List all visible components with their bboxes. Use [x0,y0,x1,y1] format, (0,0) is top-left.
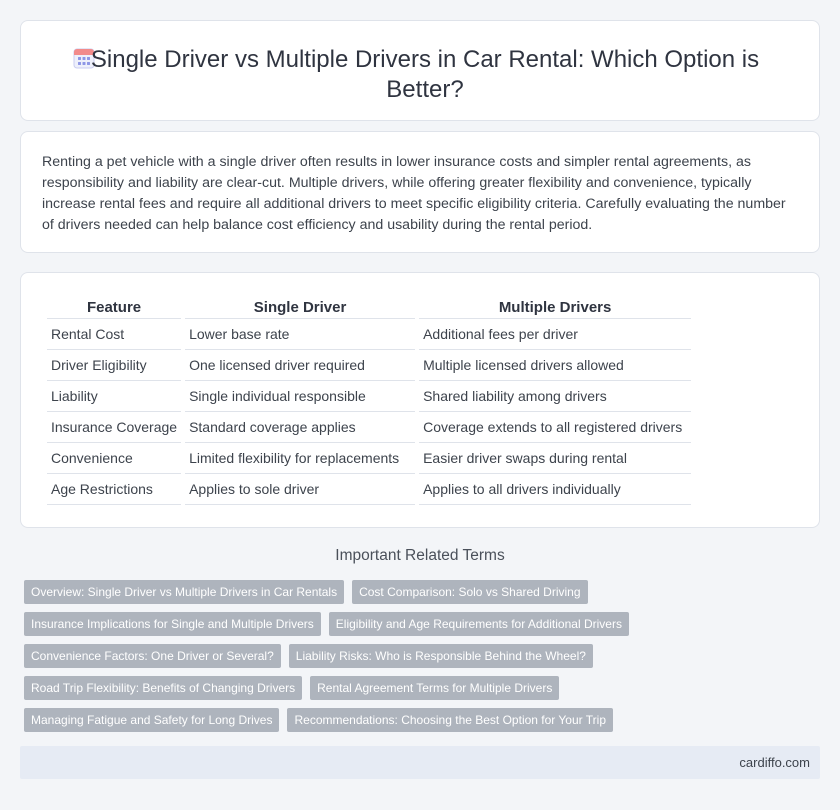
column-header-feature: Feature [47,295,182,319]
footer: cardiffo.com [20,746,820,779]
intro-paragraph: Renting a pet vehicle with a single driv… [42,154,786,233]
table-cell: One licensed driver required [185,350,416,381]
related-terms-heading: Important Related Terms [335,547,505,564]
table-row: Insurance Coverage Standard coverage app… [47,412,692,443]
column-header-multiple-drivers: Multiple Drivers [419,295,692,319]
table-cell: Insurance Coverage [47,412,182,443]
table-cell: Convenience [47,443,182,474]
table-row: Driver Eligibility One licensed driver r… [47,350,692,381]
table-row: Age Restrictions Applies to sole driver … [47,474,692,505]
tag-row: Overview: Single Driver vs Multiple Driv… [24,580,824,604]
table-cell: Limited flexibility for replacements [185,443,416,474]
table-cell: Applies to sole driver [185,474,416,505]
table-cell: Age Restrictions [47,474,182,505]
table-cell: Rental Cost [47,319,182,350]
table-row: Liability Single individual responsible … [47,381,692,412]
table-cell: Liability [47,381,182,412]
tag-row: Road Trip Flexibility: Benefits of Chang… [24,676,824,700]
table-cell: Multiple licensed drivers allowed [419,350,692,381]
page-title: Single Driver vs Multiple Drivers in Car… [90,46,760,103]
related-term-tag[interactable]: Convenience Factors: One Driver or Sever… [24,644,281,668]
related-term-tag[interactable]: Recommendations: Choosing the Best Optio… [287,708,613,732]
related-term-tag[interactable]: Insurance Implications for Single and Mu… [24,612,321,636]
related-term-tag[interactable]: Cost Comparison: Solo vs Shared Driving [352,580,588,604]
related-term-tag[interactable]: Rental Agreement Terms for Multiple Driv… [310,676,560,700]
tag-row: Convenience Factors: One Driver or Sever… [24,644,824,668]
comparison-card: Feature Single Driver Multiple Drivers R… [20,272,820,528]
footer-site-link[interactable]: cardiffo.com [739,755,810,770]
related-term-tag[interactable]: Managing Fatigue and Safety for Long Dri… [24,708,280,732]
table-cell: Driver Eligibility [47,350,182,381]
table-row: Rental Cost Lower base rate Additional f… [47,319,692,350]
table-cell: Standard coverage applies [185,412,416,443]
table-cell: Applies to all drivers individually [419,474,692,505]
calendar-icon [73,48,95,69]
related-term-tag[interactable]: Liability Risks: Who is Responsible Behi… [288,644,593,668]
table-cell: Additional fees per driver [419,319,692,350]
tag-row: Managing Fatigue and Safety for Long Dri… [24,708,824,732]
table-cell: Lower base rate [185,319,416,350]
related-term-tag[interactable]: Eligibility and Age Requirements for Add… [328,612,629,636]
intro-card: Renting a pet vehicle with a single driv… [20,131,820,253]
table-cell: Coverage extends to all registered drive… [419,412,692,443]
tag-row: Insurance Implications for Single and Mu… [24,612,824,636]
table-cell: Shared liability among drivers [419,381,692,412]
table-cell: Easier driver swaps during rental [419,443,692,474]
table-header-row: Feature Single Driver Multiple Drivers [47,295,692,319]
title-card: Single Driver vs Multiple Drivers in Car… [20,20,820,121]
table-cell: Single individual responsible [185,381,416,412]
table-row: Convenience Limited flexibility for repl… [47,443,692,474]
related-terms-list: Overview: Single Driver vs Multiple Driv… [24,580,824,740]
column-header-single-driver: Single Driver [185,295,416,319]
related-term-tag[interactable]: Overview: Single Driver vs Multiple Driv… [24,580,345,604]
related-term-tag[interactable]: Road Trip Flexibility: Benefits of Chang… [24,676,303,700]
comparison-table: Feature Single Driver Multiple Drivers R… [43,295,695,505]
